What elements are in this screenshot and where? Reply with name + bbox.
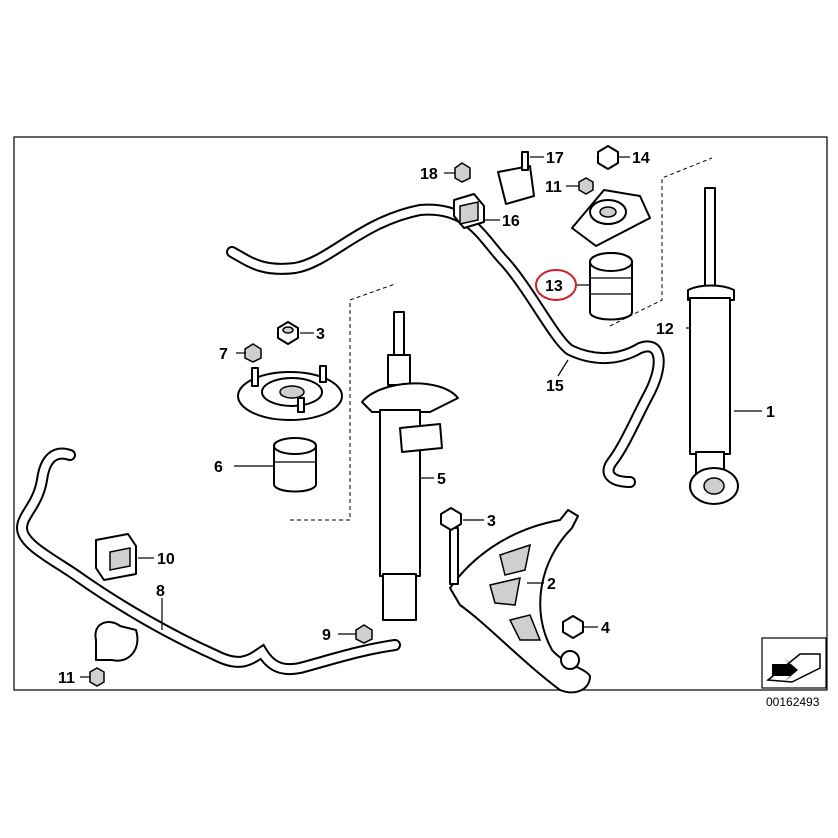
label-part-17[interactable]: 17 <box>546 150 564 167</box>
label-part-11-rear[interactable]: 11 <box>545 179 562 196</box>
label-part-15[interactable]: 15 <box>546 378 564 395</box>
rear-bracket-17[interactable] <box>497 151 535 205</box>
front-bushing-10[interactable] <box>95 533 137 581</box>
front-bracket-nut-11[interactable] <box>89 667 105 687</box>
label-part-11-front[interactable]: 11 <box>58 670 75 687</box>
rear-assembly-guide <box>609 157 713 327</box>
rear-shock-absorber[interactable] <box>687 187 739 505</box>
control-arm-nut-3[interactable] <box>440 507 462 531</box>
label-part-18[interactable]: 18 <box>420 166 438 183</box>
label-part-3-arm[interactable]: 3 <box>487 513 496 530</box>
front-mount-nut-7[interactable] <box>244 343 262 363</box>
drawing-code: 00162493 <box>766 695 820 709</box>
label-part-16[interactable]: 16 <box>502 213 520 230</box>
rear-mount-nut-11[interactable] <box>578 177 594 195</box>
front-top-mount[interactable] <box>237 365 343 421</box>
rear-nut-18[interactable] <box>454 162 471 183</box>
highlight-ring-13 <box>535 269 577 301</box>
label-part-9[interactable]: 9 <box>322 627 331 644</box>
front-stabilizer-bar[interactable] <box>15 447 401 676</box>
rear-bushing-16[interactable] <box>453 193 485 229</box>
label-part-10[interactable]: 10 <box>157 551 175 568</box>
rear-top-mount[interactable] <box>571 189 651 247</box>
label-part-13[interactable]: 13 <box>545 278 563 295</box>
label-part-1[interactable]: 1 <box>766 404 775 421</box>
label-part-8[interactable]: 8 <box>156 583 165 600</box>
label-part-2[interactable]: 2 <box>547 576 556 593</box>
label-part-4[interactable]: 4 <box>601 620 610 637</box>
ball-joint-nut-4[interactable] <box>562 615 584 639</box>
control-arm[interactable] <box>449 509 591 694</box>
front-assembly-guide <box>290 283 396 521</box>
rear-bump-stop-13[interactable] <box>589 252 633 321</box>
label-part-7[interactable]: 7 <box>219 346 228 363</box>
label-part-5[interactable]: 5 <box>437 471 446 488</box>
front-top-nut[interactable] <box>277 321 299 345</box>
label-part-12[interactable]: 12 <box>656 321 674 338</box>
rear-stabilizer-bar[interactable] <box>226 203 665 488</box>
label-part-14[interactable]: 14 <box>632 150 650 167</box>
front-bump-stop[interactable] <box>273 437 317 493</box>
front-strut[interactable] <box>361 311 459 621</box>
leader-lines <box>80 156 762 678</box>
rear-top-nut-14[interactable] <box>597 145 619 170</box>
diagram-frame <box>13 136 828 691</box>
front-link-nut-9[interactable] <box>355 624 373 644</box>
vehicle-direction-icon <box>761 637 827 689</box>
front-bar-bracket[interactable] <box>94 621 139 662</box>
label-part-3-top[interactable]: 3 <box>316 326 325 343</box>
label-part-6[interactable]: 6 <box>214 459 223 476</box>
